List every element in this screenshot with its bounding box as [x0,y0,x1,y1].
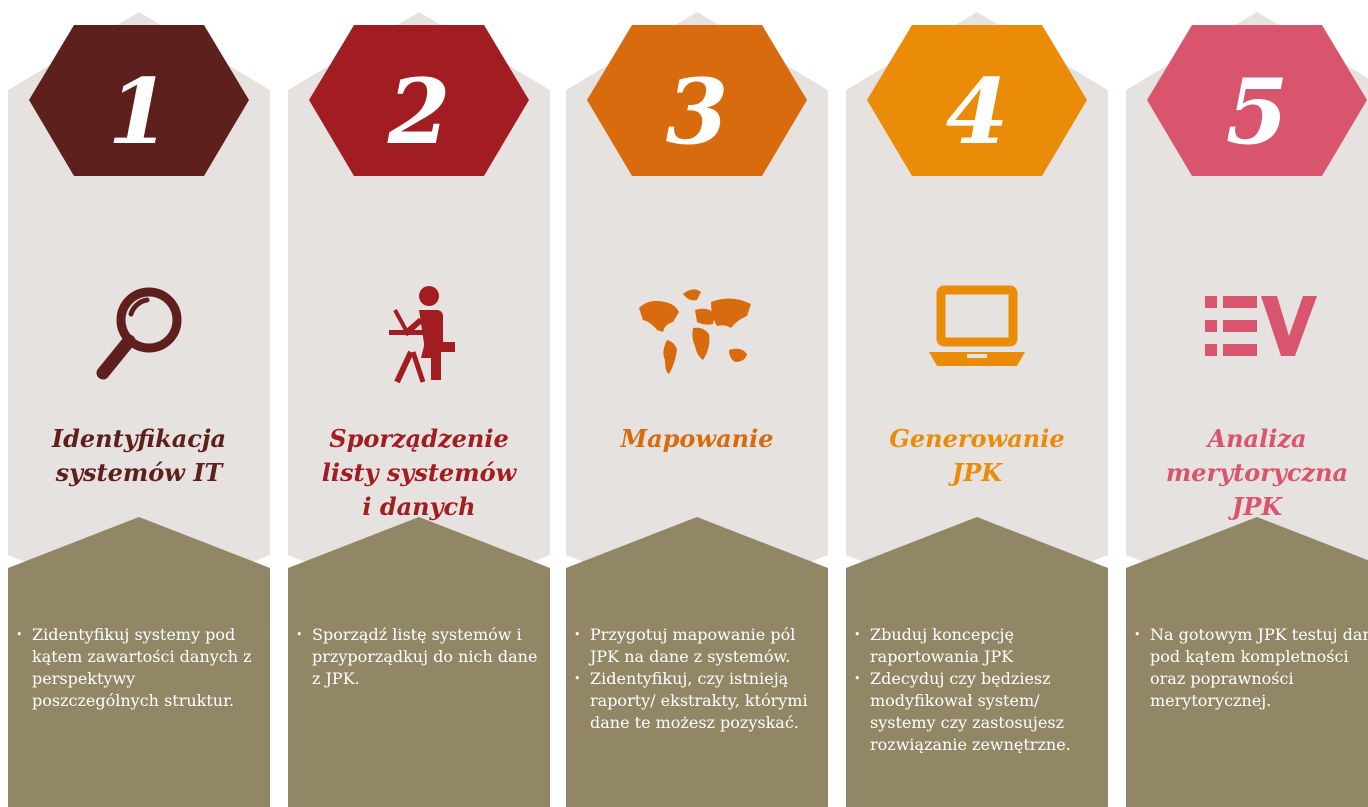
bullet-item: Zdecyduj czy będziesz modyfikował system… [852,668,1104,756]
number-hexagon [867,25,1087,176]
bullet-item: Zidentyfikuj systemy pod kątem zawartośc… [14,624,266,712]
step-title-line: listy systemów [321,458,517,487]
step-title-line: systemów IT [55,458,223,487]
step-3: 3 MapowaniePrzygotuj mapowanie pól JPK n… [566,0,828,807]
step-panel [566,12,828,807]
step-bullets: Zidentyfikuj systemy pod kątem zawartośc… [14,624,266,712]
magnifier-icon [79,280,199,390]
checklist-icon [1197,280,1317,390]
step-number: 2 [387,59,451,165]
step-number: 5 [1225,59,1289,165]
step-title: Identyfikacja systemów IT [8,422,270,490]
step-title-line: Sporządzenie [329,424,509,453]
step-title-line: Analiza [1207,424,1307,453]
step-title: Mapowanie [566,422,828,456]
step-title-line: JPK [951,458,1003,487]
step-bullets: Sporządź listę systemów i przyporządkuj … [294,624,546,690]
step-title-line: Mapowanie [620,424,774,453]
number-hexagon [587,25,807,176]
step-1: 1 Identyfikacja systemów IT Zidentyfikuj s… [8,0,270,807]
number-hexagon [29,25,249,176]
bullet-item: Sporządź listę systemów i przyporządkuj … [294,624,546,690]
bullet-item: Zbuduj koncepcję raportowania JPK [852,624,1104,668]
step-title-line: Generowanie [889,424,1065,453]
step-title-line: i danych [362,492,476,521]
laptop-icon [917,280,1037,390]
step-title-line: Identyfikacja [51,424,227,453]
bullet-item: Zidentyfikuj, czy istnieją raporty/ ekst… [572,668,824,734]
step-bullets: Przygotuj mapowanie pól JPK na dane z sy… [572,624,824,734]
step-title: Sporządzenie listy systemów i danych [288,422,550,524]
bullet-item: Na gotowym JPK testuj dane pod kątem kom… [1132,624,1368,712]
world-map-icon [637,280,757,390]
number-hexagon [309,25,529,176]
step-number: 4 [945,59,1009,165]
number-hexagon [1147,25,1367,176]
step-number: 3 [665,59,729,165]
bullet-item: Przygotuj mapowanie pól JPK na dane z sy… [572,624,824,668]
step-bullets: Na gotowym JPK testuj dane pod kątem kom… [1132,624,1368,712]
step-bullets: Zbuduj koncepcję raportowania JPKZdecydu… [852,624,1104,756]
step-number: 1 [107,59,171,165]
person-at-laptop-icon [359,280,479,390]
step-title-line: JPK [1231,492,1283,521]
step-title-line: merytoryczna [1165,458,1349,487]
